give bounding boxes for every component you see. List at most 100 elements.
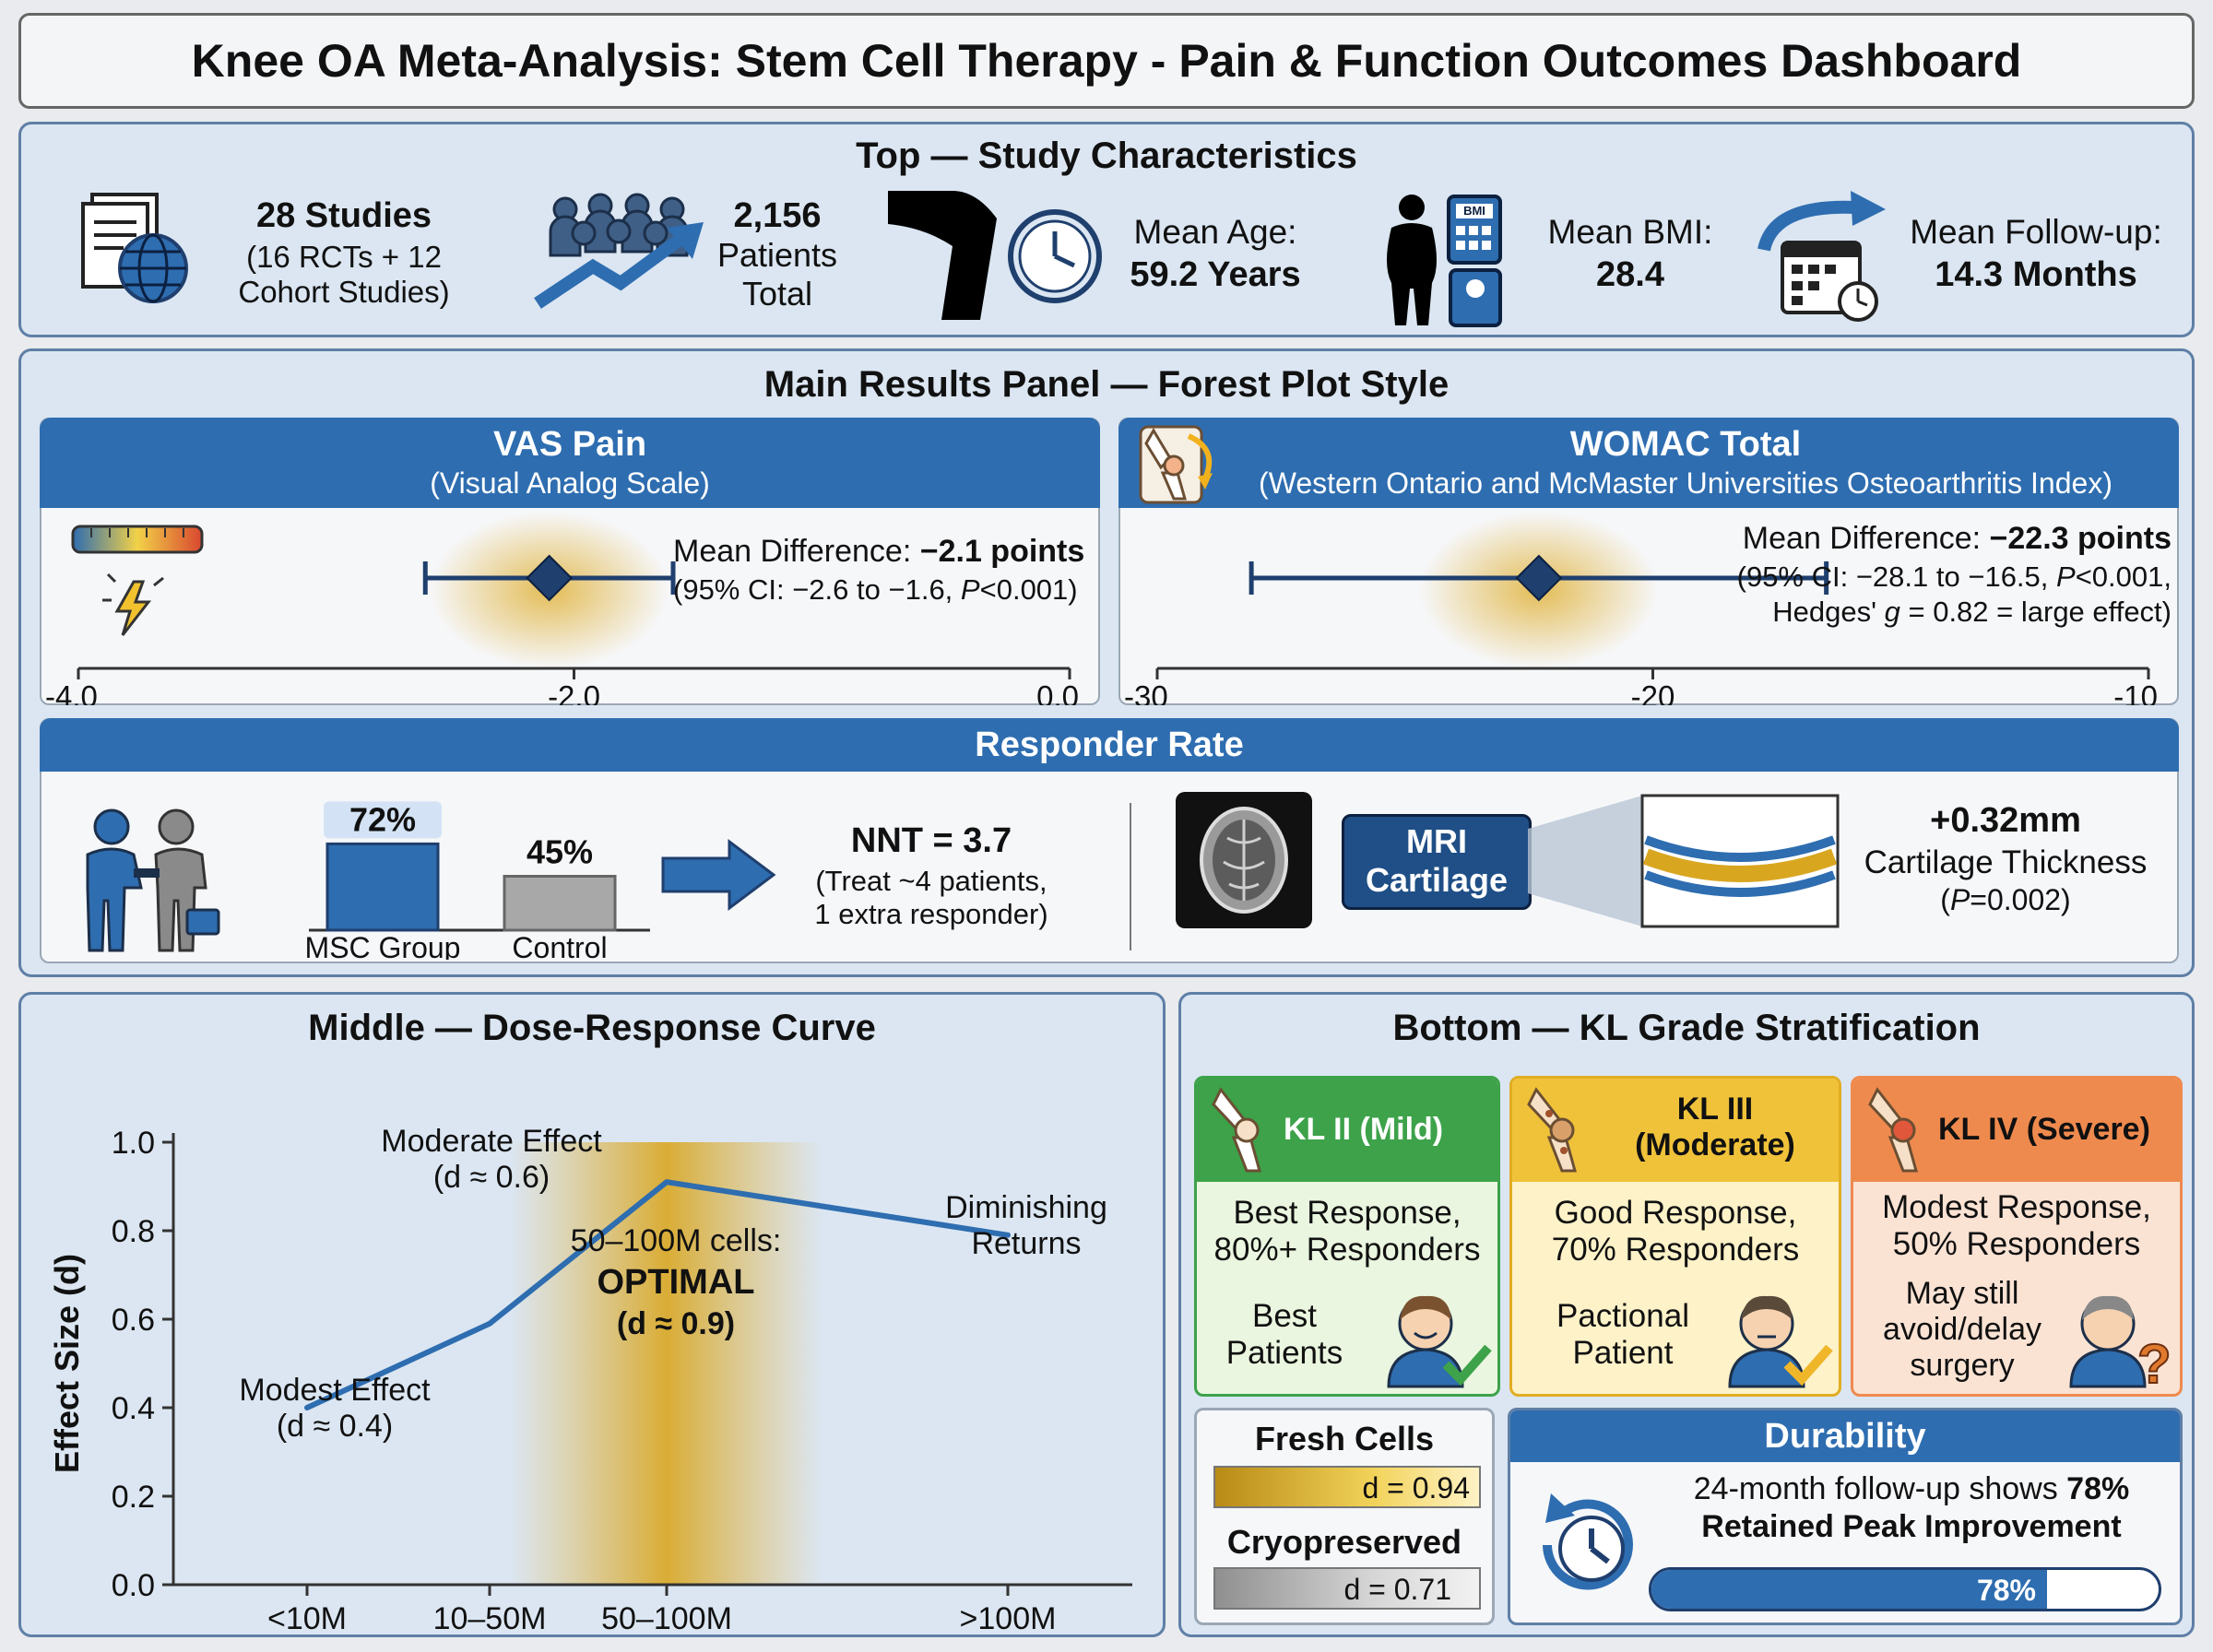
- dose-x-tick-label: >100M: [960, 1601, 1057, 1636]
- vas-tick-label: -2.0: [548, 679, 600, 705]
- calendar-arrow-icon: [1757, 191, 1886, 322]
- annotation-optimal: 50–100M cells: OPTIMAL (d ≈ 0.9): [570, 1223, 782, 1341]
- womac-forest-panel: WOMAC Total (Western Ontario and McMaste…: [1118, 418, 2179, 705]
- svg-text:?: ?: [2137, 1333, 2172, 1388]
- age-stat: Mean Age: 59.2 Years: [1130, 213, 1301, 294]
- dose-response-chart: 1.0 0.8 0.6 0.4 0.2 0.0 <10M 10–50M 50–100M >100M…: [48, 1126, 1132, 1636]
- womac-tick-label: -20: [1631, 679, 1675, 705]
- dose-x-tick-label: 50–100M: [601, 1601, 732, 1636]
- neutral-patient-check-icon: [1728, 1295, 1833, 1388]
- vas-tick-label: -4.0: [45, 679, 98, 705]
- right-arrow-icon: [661, 839, 776, 911]
- cryopreserved-bar: d = 0.71: [1213, 1567, 1481, 1610]
- vas-md-text: Mean Difference: −2.1 points (95% CI: −2…: [673, 534, 1085, 606]
- durability-progress-track: 78%: [1649, 1567, 2161, 1611]
- dose-y-tick-label: 0.4: [112, 1391, 155, 1426]
- durability-header: Durability: [1510, 1410, 2180, 1462]
- dose-y-axis-label: Effect Size (d): [48, 1254, 86, 1473]
- kl4-card: KL IV (Severe) Modest Response,50% Respo…: [1851, 1076, 2183, 1397]
- dose-x-tick-label: <10M: [267, 1601, 347, 1636]
- documents-globe-icon: [81, 193, 188, 303]
- kl4-header: KL IV (Severe): [1853, 1079, 2180, 1182]
- dose-x-tick-label: 10–50M: [433, 1601, 547, 1636]
- cartilage-thickness-block: +0.32mm Cartilage Thickness (P=0.002): [1864, 801, 2148, 916]
- womac-tick-label: -10: [2113, 679, 2158, 705]
- vas-estimate-diamond: [526, 554, 574, 602]
- kl3-card: KL III(Moderate) Good Response,70% Respo…: [1509, 1076, 1841, 1397]
- dose-response-line: [305, 1179, 1009, 1410]
- study-characteristics-panel: Top — Study Characteristics 28 Studies (…: [18, 122, 2195, 337]
- dose-response-point: [487, 1320, 492, 1327]
- vas-forest-plot: -4.0 -2.0 0.0: [45, 512, 1079, 705]
- pain-scale-icon: [71, 525, 204, 636]
- mri-brain-scan-icon: [1176, 792, 1312, 928]
- dose-y-tick-label: 0.2: [112, 1480, 155, 1515]
- responder-header: Responder Rate: [40, 718, 2179, 772]
- dose-response-panel: Middle — Dose-Response Curve 1.0 0.8 0.6 0.…: [18, 992, 1166, 1637]
- kl-grade-heading: Bottom — KL Grade Stratification: [1392, 1008, 1981, 1048]
- womac-md-text: Mean Difference: −22.3 points (95% CI: −…: [1736, 521, 2172, 628]
- study-characteristics-heading: Top — Study Characteristics: [856, 136, 1357, 176]
- kl3-header: KL III(Moderate): [1512, 1079, 1839, 1182]
- fresh-cells-bar: d = 0.94: [1213, 1466, 1481, 1508]
- vas-forest-panel: VAS Pain (Visual Analog Scale) -4.0 -2.0 0…: [40, 418, 1100, 705]
- knee-joint-icon: [1139, 425, 1213, 504]
- knee-icon: [1868, 1087, 1918, 1173]
- responder-bar-chart: 72% MSC Group 45% Control: [305, 800, 650, 960]
- patients-stat: 2,156 Patients Total: [716, 196, 838, 313]
- history-clock-icon: [1543, 1493, 1633, 1590]
- person-scale-icon: [1387, 195, 1502, 327]
- title-box: Knee OA Meta-Analysis: Stem Cell Therapy…: [18, 13, 2195, 109]
- uncertain-patient-question-icon: ?: [2069, 1295, 2172, 1388]
- mri-cartilage-badge: MRI Cartilage: [1342, 814, 1532, 910]
- annotation-moderate: Moderate Effect(d ≈ 0.6): [381, 1124, 602, 1195]
- responder-bar-category: Control: [512, 931, 607, 960]
- responder-bar: [325, 842, 440, 932]
- knee-icon: [1527, 1087, 1577, 1173]
- happy-patient-check-icon: [1387, 1295, 1492, 1388]
- kl-grade-panel: Bottom — KL Grade Stratification KL II (…: [1178, 992, 2195, 1637]
- womac-estimate-diamond: [1515, 554, 1563, 602]
- main-results-heading: Main Results Panel — Forest Plot Style: [763, 364, 1450, 405]
- kl2-card: KL II (Mild) Best Response,80%+ Responde…: [1194, 1076, 1500, 1397]
- responder-bar: [503, 875, 617, 932]
- patients-growth-icon: [534, 193, 704, 309]
- durability-box: Durability 24-month follow-up shows 78% …: [1508, 1408, 2183, 1625]
- bmi-stat: Mean BMI: 28.4: [1547, 213, 1713, 294]
- main-results-panel: Main Results Panel — Forest Plot Style V…: [18, 348, 2195, 977]
- studies-stat: 28 Studies (16 RCTs + 12 Cohort Studies): [238, 196, 450, 309]
- kl2-header: KL II (Mild): [1197, 1079, 1497, 1182]
- vas-header: VAS Pain (Visual Analog Scale): [40, 418, 1100, 508]
- dose-y-tick-label: 0.0: [112, 1568, 155, 1603]
- optimal-range-band: [510, 1142, 823, 1585]
- nnt-block: NNT = 3.7 (Treat ~4 patients, 1 extra re…: [814, 821, 1048, 930]
- womac-tick-label: -30: [1124, 679, 1168, 705]
- knee-silhouette-icon: [888, 191, 997, 320]
- clock-icon: [1008, 209, 1102, 303]
- dose-response-point: [1005, 1232, 1011, 1238]
- dose-y-tick-label: 0.6: [112, 1303, 155, 1338]
- page-title: Knee OA Meta-Analysis: Stem Cell Therapy…: [191, 35, 2022, 87]
- responder-divider: [1130, 803, 1131, 950]
- durability-progress-fill: 78%: [1651, 1570, 2047, 1609]
- knee-icon: [1212, 1087, 1261, 1173]
- responder-bar-label-glow: [324, 801, 442, 839]
- responder-rate-panel: Responder Rate 72% MSC Group 45% Control NN…: [40, 718, 2179, 963]
- fresh-vs-cryo-box: Fresh Cells d = 0.94 Cryopreserved d = 0…: [1194, 1408, 1495, 1625]
- followup-stat: Mean Follow-up: 14.3 Months: [1910, 213, 2162, 294]
- dose-y-tick-label: 0.8: [112, 1214, 155, 1249]
- dose-response-heading: Middle — Dose-Response Curve: [308, 1008, 876, 1048]
- responder-bar-value: 72%: [349, 800, 416, 838]
- bmi-scale-text: BMI: [1463, 204, 1485, 218]
- dose-y-tick-label: 1.0: [112, 1126, 155, 1161]
- dose-response-point: [304, 1405, 310, 1410]
- annotation-modest: Modest Effect(d ≈ 0.4): [239, 1373, 431, 1444]
- womac-forest-plot: -30 -20 -10: [1124, 512, 2158, 705]
- vas-tick-label: 0.0: [1036, 679, 1079, 705]
- responder-bar-category: MSC Group: [305, 931, 461, 960]
- handshake-icon: [86, 808, 220, 952]
- dose-response-point: [664, 1179, 669, 1186]
- responder-bar-value: 45%: [527, 833, 593, 871]
- womac-header: WOMAC Total (Western Ontario and McMaste…: [1118, 418, 2179, 508]
